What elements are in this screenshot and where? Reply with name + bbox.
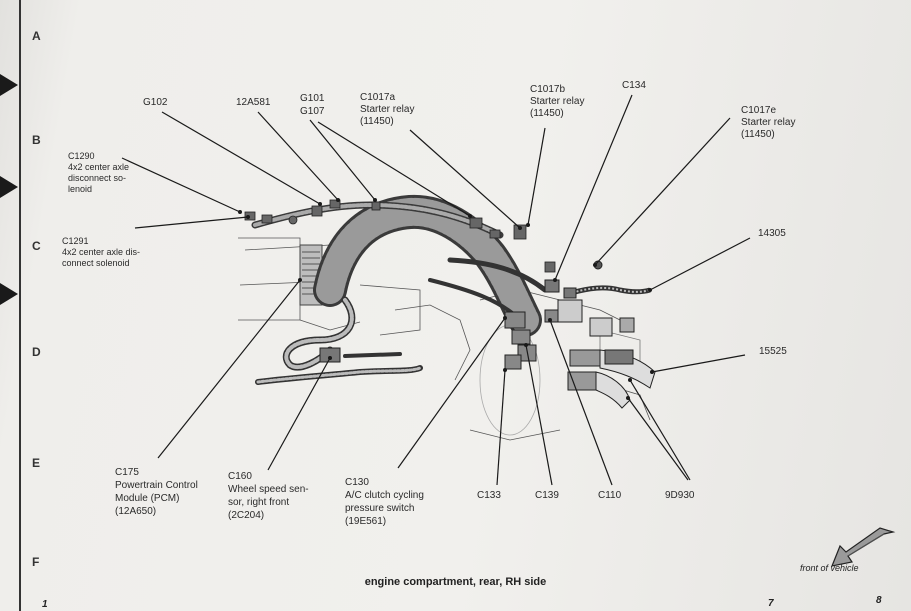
harness-14305 [563,260,651,299]
label-c134: C134 [622,80,646,91]
label-g102: G102 [143,97,168,108]
row-letter-c: C [32,239,41,253]
label-g107: G107 [300,106,325,117]
front-of-vehicle-label: front of vehicle [800,563,859,573]
grid-column-number: 8 [876,595,882,606]
row-letter-b: B [32,133,41,147]
label-c133: C133 [477,490,501,501]
index-tab [0,74,18,96]
grid-column-number: 1 [42,599,48,610]
row-letter-d: D [32,345,41,359]
top-connectors [244,199,556,273]
margin-rule [19,0,21,611]
label-15525: 15525 [759,346,787,357]
index-tab [0,283,18,305]
leader-lines [121,94,751,486]
label-c110: C110 [598,490,622,501]
label-12a581: 12A581 [236,97,271,108]
hvac-connectors [567,349,656,409]
front-of-vehicle-arrow-icon [831,527,896,567]
grid-column-number: 7 [768,598,774,609]
diagram-caption: engine compartment, rear, RH side [364,576,547,588]
label-9d930: 9D930 [665,490,695,501]
main-harness [251,194,548,337]
row-letter-e: E [32,456,41,470]
row-letter-a: A [32,29,41,43]
label-g101: G101 [300,93,325,104]
row-letter-f: F [32,555,40,569]
leader-tips [238,198,654,400]
label-c139: C139 [535,490,559,501]
index-tab [0,176,18,198]
label-14305: 14305 [758,228,786,239]
wheel-sensor-harness [255,296,423,385]
